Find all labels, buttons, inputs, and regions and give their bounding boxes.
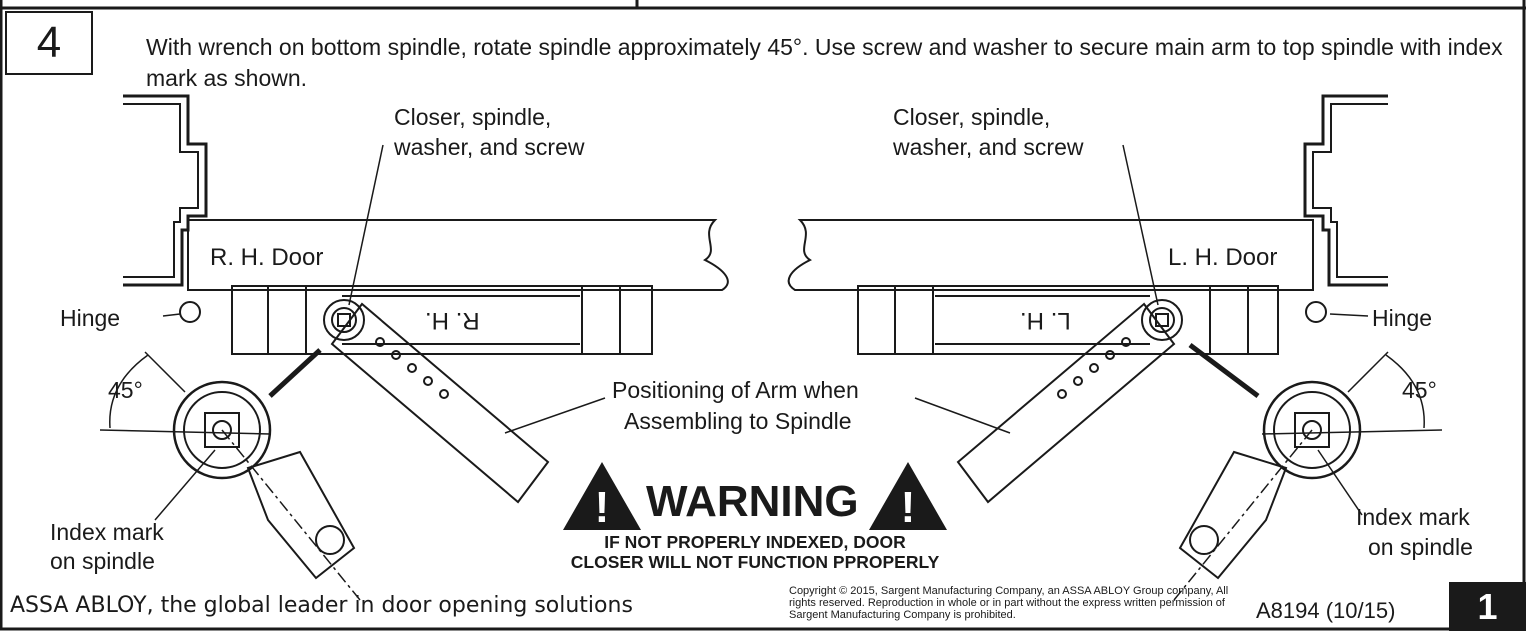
left-45-dimension [99,351,361,601]
brand-tagline: ASSA ABLOY, the global leader in door op… [10,593,633,618]
svg-text:!: ! [595,483,610,532]
right-push-arrow [1188,343,1260,398]
left-closer-label: R. H. [425,307,480,334]
step-instruction: With wrench on bottom spindle, rotate sp… [146,34,1503,91]
warning-line1: IF NOT PROPERLY INDEXED, DOOR [604,532,906,552]
right-index-line1: Index mark [1356,504,1470,530]
center-callout-line1: Positioning of Arm when [612,377,859,403]
copyright-notice: Copyright © 2015, Sargent Manufacturing … [789,585,1229,621]
left-index-line2: on spindle [50,548,155,574]
left-index-line1: Index mark [50,519,164,545]
left-callout-line1: Closer, spindle, [394,104,552,130]
page-number: 1 [1449,582,1526,631]
document-number: A8194 (10/15) [1256,598,1396,623]
right-angle-label: 45° [1402,377,1437,403]
right-callout-line2: washer, and screw [893,134,1084,160]
step-number: 4 [5,11,93,75]
left-angle-label: 45° [108,377,143,403]
left-push-arrow [268,348,322,398]
left-frame-profile [123,94,208,287]
right-index-detail [1178,380,1362,580]
right-hinge-label: Hinge [1372,305,1433,331]
warning-line2: CLOSER WILL NOT FUNCTION PPROPERLY [570,552,940,572]
right-closer-label: L. H. [1020,307,1071,334]
left-callout-line2: washer, and screw [394,134,585,160]
left-door [187,219,729,291]
right-door [787,219,1314,291]
right-callout-line1: Closer, spindle, [893,104,1051,130]
warning-sign: ! ! [563,462,947,532]
right-arm [956,302,1176,504]
center-callout-line2: Assembling to Spindle [624,408,852,434]
right-45-dimension [1173,351,1443,601]
warning-title: WARNING [646,477,859,526]
left-door-label: R. H. Door [210,244,324,271]
left-index-detail [172,380,356,580]
svg-text:!: ! [901,483,916,532]
right-closer-body [857,285,1279,355]
right-hinge-icon [1305,301,1327,323]
warning-triangle-right-icon [869,462,947,530]
right-frame-profile [1303,94,1388,287]
left-closer-body [231,285,653,355]
right-door-label: L. H. Door [1168,244,1278,271]
right-index-line2: on spindle [1368,534,1473,560]
left-arm [330,302,550,504]
left-hinge-label: Hinge [60,305,121,331]
left-hinge-icon [179,301,201,323]
warning-triangle-left-icon [563,462,641,530]
